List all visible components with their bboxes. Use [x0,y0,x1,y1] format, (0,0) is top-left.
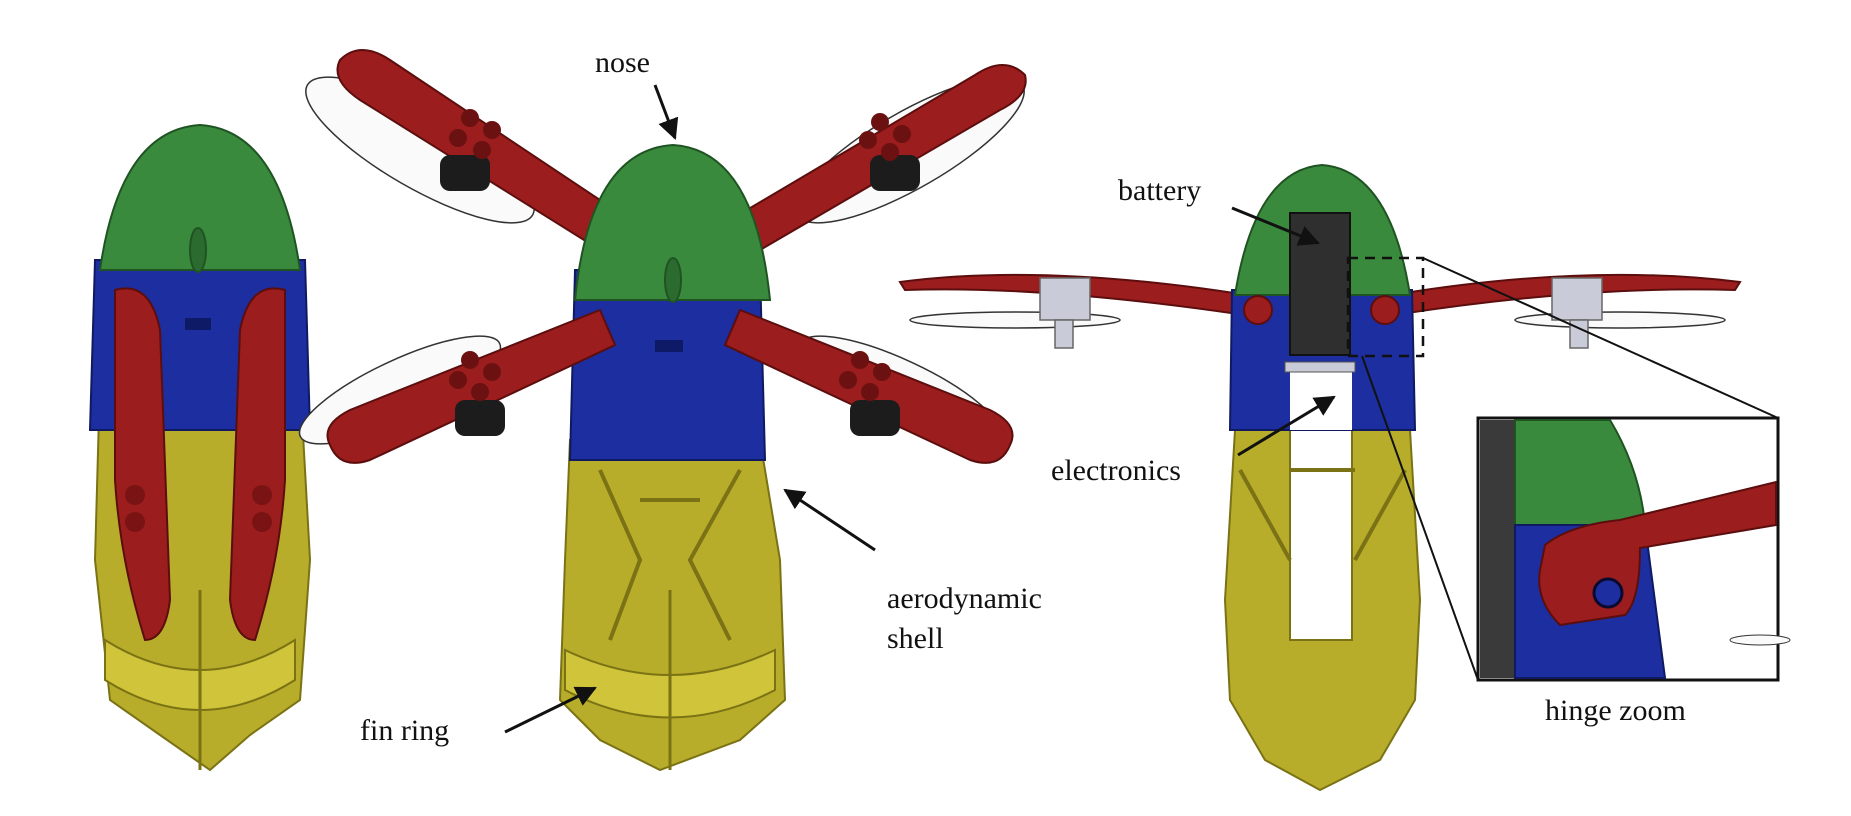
aerodynamic-shell-label-group: aerodynamic shell [783,488,1042,655]
electronics-label: electronics [1051,454,1181,487]
folded-drone-view [88,123,312,772]
nose-label-group: nose [595,46,679,140]
hinge-zoom-inset [1476,416,1791,682]
section-arm-right [1374,273,1742,320]
deployed-nose [573,143,772,301]
folded-nose [98,123,302,271]
hinge-zoom-label: hinge zoom [1545,694,1686,727]
folded-arm-left [114,287,172,642]
arm-bottom-left [326,308,617,464]
section-drone-view [898,163,1779,792]
electronics-label-group: electronics [1051,395,1336,487]
aerodynamic-shell-label-line2: shell [887,622,944,655]
folded-arm-right [228,287,286,642]
battery-label: battery [1118,174,1201,207]
fin-ring-label: fin ring [360,714,449,747]
motor-icons [440,155,920,436]
nose-label: nose [595,46,650,79]
hinge-pin-icon [1592,577,1624,609]
hinge-zoom-source-box [1346,256,1425,358]
deployed-lower-shell [558,439,787,772]
battery-label-group: battery [1118,174,1320,246]
deployed-drone-view [298,49,1027,772]
aerodynamic-shell-label-line1: aerodynamic [887,582,1042,615]
fin-ring-label-group: fin ring [360,686,597,747]
